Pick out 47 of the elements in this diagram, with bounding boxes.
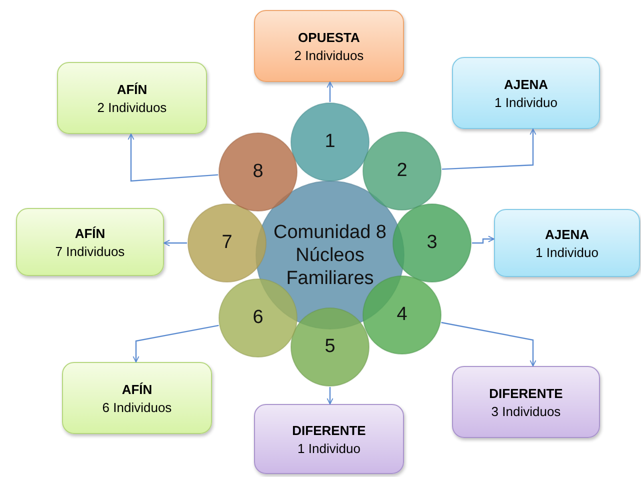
individual-count: 3 Individuos <box>491 404 561 418</box>
circle-number: 1 <box>324 131 336 153</box>
category-title: AFÍN <box>74 226 106 240</box>
arrow <box>442 128 536 170</box>
category-title: DIFERENTE <box>292 422 366 438</box>
circle-number: 6 <box>252 307 264 329</box>
circle-number: 2 <box>396 160 408 182</box>
category-title: AJENA <box>544 226 590 242</box>
category-box <box>62 362 212 434</box>
individual-count: 7 Individuos <box>55 244 125 258</box>
arrow <box>441 322 536 366</box>
individual-count: 6 Individuos <box>102 400 172 414</box>
circle-number: 4 <box>396 304 408 326</box>
family-circle <box>290 102 370 182</box>
individual-count: 1 Individuo <box>298 440 360 456</box>
category-box <box>254 404 404 474</box>
individual-count: 1 Individuo <box>536 244 598 260</box>
arrow <box>132 324 219 362</box>
circle-number: 5 <box>324 336 336 358</box>
category-title: AJENA <box>504 76 548 92</box>
category-title: DIFERENTE <box>489 386 563 400</box>
arrow <box>128 134 218 182</box>
community-label: Comunidad 8 Núcleos Familiares <box>272 220 388 290</box>
circle-number: 8 <box>252 161 264 183</box>
individual-count: 2 Individuos <box>97 100 167 114</box>
arrow <box>326 387 334 404</box>
family-circle <box>187 203 267 283</box>
circle-number: 7 <box>222 232 232 254</box>
family-circle <box>218 132 298 212</box>
category-box <box>254 10 404 82</box>
individual-count: 1 Individuo <box>494 94 558 110</box>
category-title: OPUESTA <box>298 30 360 44</box>
category-title: AFÍN <box>116 82 148 96</box>
category-box <box>452 366 600 438</box>
arrow <box>164 240 187 246</box>
family-circle <box>392 203 472 283</box>
family-circle <box>290 307 370 387</box>
circle-number: 3 <box>426 232 438 254</box>
arrow <box>326 82 334 102</box>
category-box <box>16 208 164 276</box>
category-box <box>494 209 640 277</box>
arrow <box>472 236 494 244</box>
category-title: AFÍN <box>122 382 152 396</box>
category-box <box>452 57 600 129</box>
individual-count: 2 Individuos <box>294 48 364 62</box>
family-circle <box>362 131 442 211</box>
category-box <box>57 62 207 134</box>
